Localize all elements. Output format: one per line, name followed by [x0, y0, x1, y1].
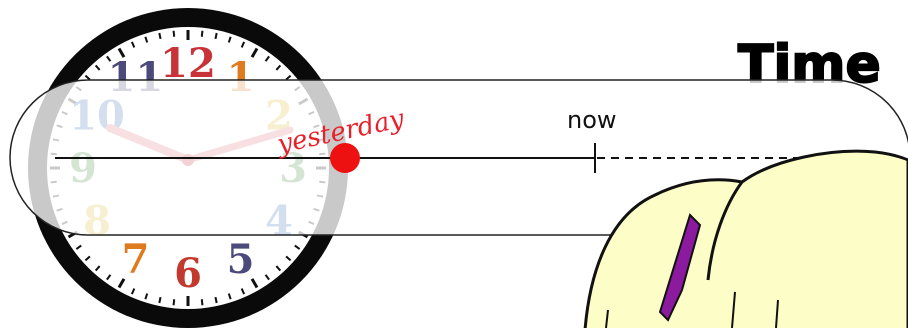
- clock-number: 5: [227, 236, 255, 283]
- clock-tick: [215, 33, 216, 39]
- clock-number: 7: [122, 236, 150, 283]
- clock-tick: [215, 297, 216, 303]
- clock-tick: [159, 33, 160, 39]
- clock-tick: [202, 31, 203, 37]
- clock-tick: [174, 31, 175, 37]
- now-label: now: [567, 106, 617, 134]
- clock-tick: [202, 299, 203, 305]
- clock-tick: [159, 297, 160, 303]
- clock-number: 6: [174, 250, 202, 297]
- clock-tick: [174, 299, 175, 305]
